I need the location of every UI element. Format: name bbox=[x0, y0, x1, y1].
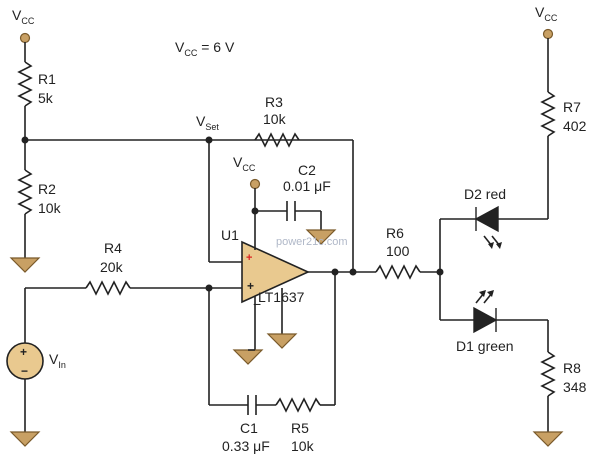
d1-light-arrows bbox=[475, 290, 494, 304]
c2-ref: C2 bbox=[298, 162, 316, 178]
r4-ref: R4 bbox=[104, 240, 122, 256]
vcc-terminal-left: VCC bbox=[12, 7, 35, 44]
resistor-r1 bbox=[17, 61, 33, 107]
r4-value: 20k bbox=[100, 259, 124, 275]
vcc-label-right: VCC bbox=[535, 4, 558, 23]
opamp-u1 bbox=[241, 240, 310, 304]
ground-symbol-r2 bbox=[9, 257, 41, 273]
opamp-ref: U1 bbox=[221, 227, 239, 243]
resistor-r6 bbox=[375, 264, 421, 280]
r8-value: 348 bbox=[563, 379, 587, 395]
supply-note: VCC = 6 V bbox=[175, 39, 235, 58]
vcc-terminal-opamp: VCC bbox=[233, 154, 261, 190]
r8-ref: R8 bbox=[563, 360, 581, 376]
resistor-r4 bbox=[85, 280, 131, 296]
ground-symbol-c2 bbox=[305, 229, 337, 245]
resistor-r3 bbox=[254, 132, 300, 148]
resistor-r2 bbox=[17, 169, 33, 215]
opamp-plus-sign: + bbox=[247, 279, 254, 293]
d1-label: D1 green bbox=[456, 338, 514, 354]
vcc-terminal-right: VCC bbox=[535, 4, 558, 40]
ground-symbol-opamp-neg bbox=[232, 349, 264, 365]
ground-symbol-r8 bbox=[532, 431, 564, 447]
r5-value: 10k bbox=[291, 438, 315, 454]
ground-symbol-opamp bbox=[266, 333, 298, 349]
r3-value: 10k bbox=[263, 111, 287, 127]
vset-label: VSet bbox=[196, 113, 219, 132]
c1-ref: C1 bbox=[240, 420, 258, 436]
r7-value: 402 bbox=[563, 118, 587, 134]
diode-d1 bbox=[473, 306, 498, 334]
r5-ref: R5 bbox=[291, 420, 309, 436]
vcc-label-opamp: VCC bbox=[233, 154, 256, 173]
r1-ref: R1 bbox=[38, 71, 56, 87]
source-minus-sign: − bbox=[21, 364, 28, 378]
r2-ref: R2 bbox=[38, 181, 56, 197]
source-plus-sign: + bbox=[20, 345, 27, 359]
resistor-r7 bbox=[540, 91, 556, 137]
r2-value: 10k bbox=[38, 200, 62, 216]
r1-value: 5k bbox=[38, 90, 54, 106]
resistor-r5 bbox=[275, 397, 321, 413]
r3-ref: R3 bbox=[265, 94, 283, 110]
opamp-minus-sign: − bbox=[253, 296, 261, 312]
r6-value: 100 bbox=[386, 243, 410, 259]
opamp-plus-sign-top: + bbox=[246, 252, 252, 264]
vin-label: VIn bbox=[49, 351, 66, 370]
r6-ref: R6 bbox=[386, 225, 404, 241]
resistor-r8 bbox=[540, 351, 556, 397]
d2-light-arrows bbox=[483, 235, 502, 249]
watermark: power21c.com bbox=[276, 236, 348, 248]
junction-output-b bbox=[349, 268, 357, 276]
diode-d2 bbox=[474, 205, 499, 233]
r7-ref: R7 bbox=[563, 99, 581, 115]
d2-label: D2 red bbox=[464, 186, 506, 202]
c1-value: 0.33 μF bbox=[222, 438, 270, 454]
ground-symbol-vin bbox=[9, 431, 41, 447]
vcc-label-left: VCC bbox=[12, 7, 35, 26]
c2-value: 0.01 μF bbox=[283, 178, 331, 194]
